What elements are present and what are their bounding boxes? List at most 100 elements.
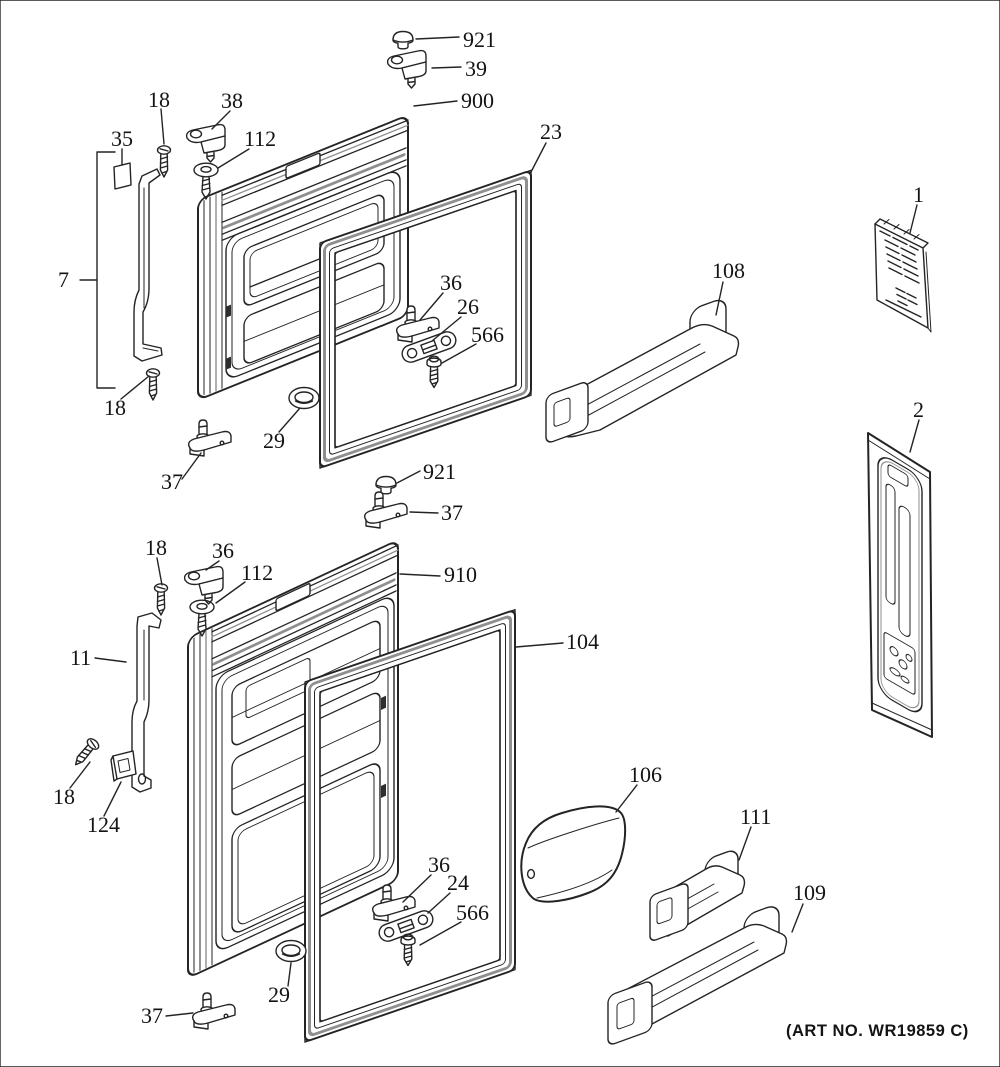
part-fresh-food-door-910	[187, 542, 399, 976]
callout-18-freezer-bottom: 18	[104, 395, 126, 420]
part-door-shelf-109	[607, 906, 788, 1045]
callout-900: 900	[461, 88, 494, 113]
callout-39: 39	[465, 56, 487, 81]
leader-910	[399, 573, 441, 577]
callout-labels: 921 39 900 23 18 35 38 112 7 18 37 29 36…	[53, 27, 924, 1028]
callout-35: 35	[111, 126, 133, 151]
callout-921-freezer: 921	[463, 27, 496, 52]
leader-39	[431, 66, 462, 69]
part-bracket-39	[386, 49, 427, 89]
part-screw-18-fresh-food-top	[153, 583, 169, 616]
part-grommet-29-freezer	[288, 386, 320, 410]
callout-36-freezer: 36	[440, 270, 462, 295]
leader-111	[738, 826, 752, 861]
leader-112-freezer	[217, 148, 250, 169]
leader-29-fresh-food	[287, 962, 292, 987]
part-hinge-37-freezer	[187, 419, 232, 457]
callout-124: 124	[87, 812, 120, 837]
leader-18-fresh-food-top	[156, 557, 163, 586]
part-label-patch-35	[113, 162, 132, 190]
callout-36-fresh-food: 36	[212, 538, 234, 563]
leader-124	[103, 781, 122, 817]
callout-24: 24	[447, 870, 469, 895]
leader-104	[515, 642, 564, 648]
callout-2: 2	[913, 397, 924, 422]
part-bracket-36-fresh-food	[183, 565, 224, 605]
part-cap-921-freezer	[392, 30, 414, 50]
part-screw-566-freezer	[426, 355, 442, 389]
part-screw-18-freezer-bottom	[145, 368, 161, 401]
leader-37-fresh-food-top	[409, 511, 439, 514]
callout-23: 23	[540, 119, 562, 144]
callout-7: 7	[58, 267, 69, 292]
callout-921-fresh-food: 921	[423, 459, 456, 484]
callout-112-freezer: 112	[244, 126, 276, 151]
art-number: (ART NO. WR19859 C)	[786, 1022, 969, 1040]
leader-18-freezer-top	[160, 108, 165, 145]
leader-24	[427, 892, 451, 914]
part-bracket-38	[185, 123, 226, 163]
part-literature-1	[874, 218, 932, 333]
part-hinge-cover-trim-7	[133, 168, 163, 362]
callout-29-freezer: 29	[263, 428, 285, 453]
part-dairy-cover-106	[520, 805, 627, 903]
part-freezer-door-900	[197, 117, 409, 399]
leader-112-fresh-food	[215, 581, 246, 604]
leader-37-freezer	[181, 452, 202, 480]
leader-26	[431, 316, 462, 342]
callout-104: 104	[566, 629, 599, 654]
part-screw-566-fresh-food	[400, 933, 416, 967]
callout-36-fresh-food-bottom: 36	[428, 852, 450, 877]
leader-566-freezer	[441, 343, 477, 364]
leader-109	[791, 903, 804, 933]
part-handle-trim-11	[131, 612, 162, 793]
part-freezer-gasket-23	[319, 169, 532, 469]
part-hinge-37-fresh-food-bottom	[191, 992, 236, 1030]
part-hinge-37-fresh-food-top	[363, 491, 408, 529]
callout-106: 106	[629, 762, 662, 787]
part-clip-124	[110, 750, 137, 782]
callout-37-fresh-food-bottom: 37	[141, 1003, 163, 1028]
leader-1	[909, 204, 918, 234]
part-door-kit-panel-2	[867, 432, 933, 738]
literature-text-lines	[879, 230, 922, 318]
callout-109: 109	[793, 880, 826, 905]
leader-36-freezer	[419, 292, 444, 321]
leader-37-fresh-food-bottom	[165, 1012, 194, 1017]
callout-112-fresh-food: 112	[241, 560, 273, 585]
leader-566-fresh-food	[419, 921, 462, 946]
leader-lines	[69, 36, 920, 1017]
callout-18-fresh-food-mid: 18	[53, 784, 75, 809]
leader-11	[94, 657, 127, 663]
part-door-shelf-111	[649, 850, 746, 941]
leader-23	[530, 142, 547, 173]
leader-921-fresh-food	[396, 470, 421, 484]
part-cap-921-fresh-food	[375, 475, 397, 495]
part-door-shelf-108	[545, 299, 740, 443]
callout-37-freezer: 37	[161, 469, 183, 494]
callout-566-fresh-food: 566	[456, 900, 489, 925]
leader-900	[413, 100, 458, 107]
callout-910: 910	[444, 562, 477, 587]
part-screw-18-fresh-food-mid	[69, 735, 102, 770]
leader-7-bracket	[96, 151, 116, 389]
callout-37-fresh-food-top: 37	[441, 500, 463, 525]
leader-108	[715, 281, 724, 316]
part-grommet-29-fresh-food	[275, 939, 307, 963]
callout-108: 108	[712, 258, 745, 283]
callout-29-fresh-food: 29	[268, 982, 290, 1007]
leader-36-fresh-food	[205, 560, 220, 571]
leader-38	[211, 110, 231, 130]
part-screw-18-freezer-top	[156, 145, 172, 178]
callout-111: 111	[740, 804, 771, 829]
callout-18-freezer-top: 18	[148, 87, 170, 112]
leader-18-freezer-bottom	[120, 375, 150, 400]
leader-921-freezer	[415, 36, 460, 40]
callout-18-fresh-food-top: 18	[145, 535, 167, 560]
callout-1: 1	[913, 182, 924, 207]
callout-26: 26	[457, 294, 479, 319]
leader-2	[909, 419, 920, 453]
leader-106	[615, 784, 638, 813]
